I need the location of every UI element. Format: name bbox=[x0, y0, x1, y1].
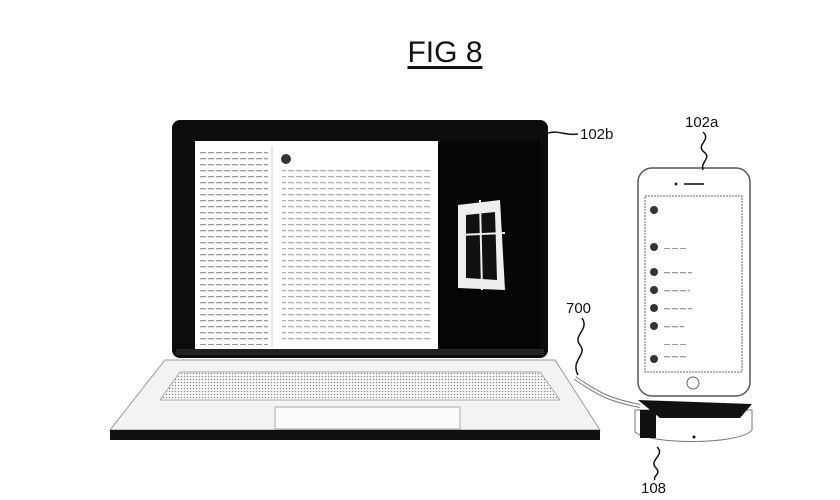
laptop-inbox-list bbox=[198, 150, 268, 345]
phone-contact-list bbox=[650, 243, 692, 363]
label-102b: 102b bbox=[580, 126, 614, 143]
laptop-taskbar bbox=[176, 349, 544, 355]
label-102a: 102a bbox=[685, 114, 719, 131]
phone-device bbox=[637, 167, 751, 397]
laptop-email-body bbox=[282, 170, 432, 340]
figure-title: FIG 8 bbox=[407, 36, 483, 69]
laptop-trackpad bbox=[274, 406, 461, 430]
label-108: 108 bbox=[641, 480, 667, 497]
leader-102a bbox=[700, 131, 708, 171]
laptop-device bbox=[108, 120, 601, 440]
charging-dock-108 bbox=[634, 400, 753, 442]
leader-108 bbox=[653, 446, 661, 481]
laptop-keyboard bbox=[159, 371, 561, 401]
cable-700 bbox=[573, 376, 641, 408]
phone-speaker bbox=[684, 183, 704, 185]
label-700: 700 bbox=[566, 300, 592, 317]
phone-screen bbox=[644, 195, 743, 373]
laptop-base-edge bbox=[110, 430, 600, 440]
phone-home-button bbox=[686, 376, 700, 390]
sender-avatar bbox=[281, 154, 291, 164]
leader-102b bbox=[547, 131, 579, 136]
leader-700 bbox=[575, 317, 585, 376]
windows-logo-icon bbox=[438, 141, 540, 349]
